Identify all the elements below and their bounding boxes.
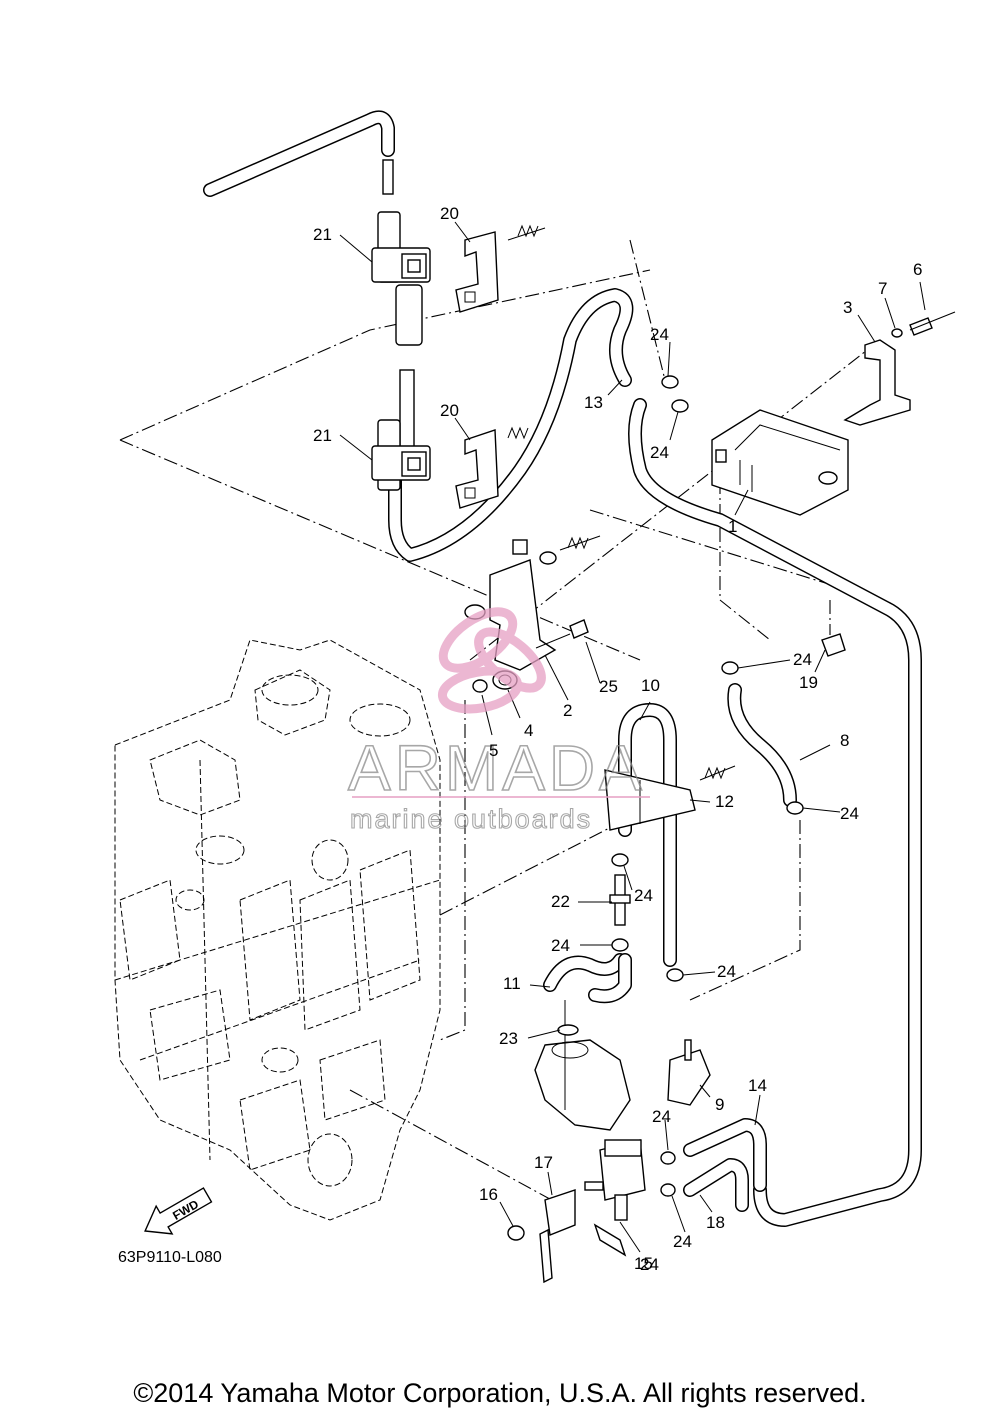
callout-18: 18 — [706, 1213, 725, 1232]
clamp-21-upper — [371, 247, 431, 283]
watermark-title: ARMADA — [348, 732, 646, 804]
callout-24-h: 24 — [652, 1107, 671, 1126]
callout-24-g: 24 — [717, 962, 736, 981]
bracket-3 — [843, 339, 911, 426]
leader-lines — [119, 239, 881, 1211]
bolt-6 — [909, 311, 956, 336]
callout-24-e: 24 — [634, 886, 653, 905]
callout-2: 2 — [563, 701, 572, 720]
bracket-17 — [539, 1189, 576, 1284]
fwd-arrow-icon: FWD — [144, 1187, 213, 1235]
valve-9 — [667, 1039, 711, 1106]
callout-13: 13 — [584, 393, 603, 412]
callout-19: 19 — [799, 673, 818, 692]
callout-15: 15 — [634, 1254, 653, 1273]
nut-16 — [507, 1225, 525, 1241]
joint-22 — [609, 874, 631, 926]
callout-24-i: 24 — [673, 1232, 692, 1251]
callout-12: 12 — [715, 792, 734, 811]
canister-1 — [711, 409, 849, 516]
watermark-logo-icon — [437, 607, 546, 714]
callout-14: 14 — [748, 1076, 767, 1095]
callout-1: 1 — [728, 517, 737, 536]
clamp-12 — [604, 765, 736, 831]
bolt-15 — [593, 1223, 627, 1257]
diagram-code: 63P9110-L080 — [118, 1249, 222, 1266]
callout-16: 16 — [479, 1185, 498, 1204]
callout-labels: 1 2 3 4 5 6 7 8 9 10 11 12 13 14 15 16 1… — [313, 204, 922, 1274]
callout-8: 8 — [840, 731, 849, 750]
callout-20-lower: 20 — [440, 401, 459, 420]
bracket-20-lower — [455, 426, 529, 509]
callout-23: 23 — [499, 1029, 518, 1048]
watermark: ARMADA marine outboards — [347, 607, 650, 835]
callout-11: 11 — [503, 974, 521, 993]
callout-5: 5 — [489, 741, 498, 760]
callout-leaders — [339, 221, 926, 1253]
callout-6: 6 — [913, 260, 922, 279]
callout-24-b: 24 — [650, 443, 669, 462]
clamp-21-lower — [371, 445, 431, 481]
callout-24-j: 24 — [640, 1255, 659, 1274]
valve-15 — [584, 1139, 646, 1221]
callout-24-d: 24 — [840, 804, 859, 823]
washer-5 — [472, 679, 488, 693]
fuel-filter-assembly — [377, 159, 423, 491]
callout-3: 3 — [843, 298, 852, 317]
copyright-notice: ©2014 Yamaha Motor Corporation, U.S.A. A… — [133, 1378, 867, 1408]
callout-9: 9 — [715, 1095, 724, 1114]
bracket-20-upper — [455, 224, 546, 313]
engine-block — [114, 639, 441, 1221]
callout-25: 25 — [599, 677, 618, 696]
callout-7: 7 — [878, 279, 887, 298]
hoses — [203, 110, 922, 1227]
washer-7 — [891, 328, 903, 338]
callout-17: 17 — [534, 1153, 553, 1172]
callout-20-upper: 20 — [440, 204, 459, 223]
watermark-subtitle: marine outboards — [350, 804, 592, 834]
callout-21-lower: 21 — [313, 426, 332, 445]
plate-2 — [464, 535, 601, 671]
clip-19 — [821, 633, 846, 657]
callout-24-c: 24 — [793, 650, 812, 669]
callout-21-upper: 21 — [313, 225, 332, 244]
callout-22: 22 — [551, 892, 570, 911]
callout-10: 10 — [641, 676, 660, 695]
callout-24-a: 24 — [650, 325, 669, 344]
callout-4: 4 — [524, 721, 533, 740]
bolt-25 — [535, 619, 589, 649]
housing-23 — [534, 1000, 631, 1131]
callout-24-f: 24 — [551, 936, 570, 955]
